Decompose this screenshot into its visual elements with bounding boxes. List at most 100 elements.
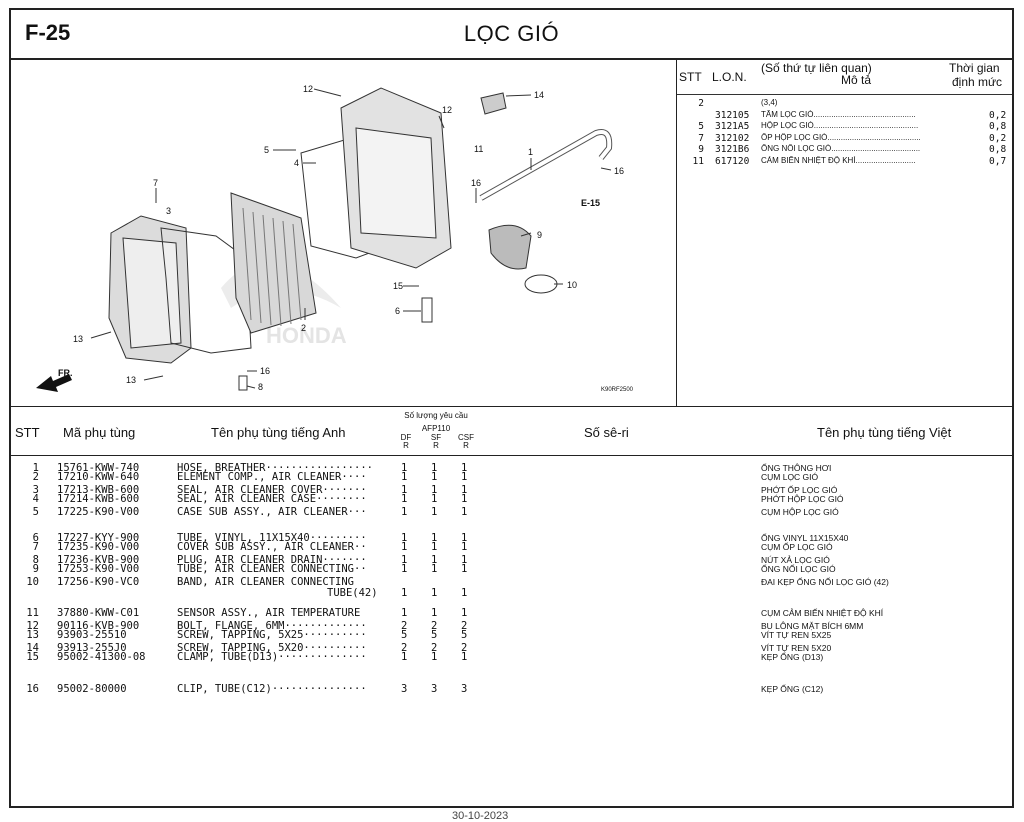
lon-row-desc: ỐNG NỐI LỌC GIÓ.........................… — [761, 144, 921, 153]
row-qty-csfr: 2 — [461, 642, 468, 654]
row-qty-csfr: 1 — [461, 484, 468, 496]
row-stt: 11 — [26, 607, 39, 619]
callout-15: 15 — [393, 281, 403, 291]
row-qty-csfr: 5 — [461, 629, 468, 641]
lon-header-desc-1: (Số thứ tự liên quan) — [761, 61, 872, 75]
th-serial: Số sê-ri — [584, 425, 629, 440]
callout-7: 7 — [153, 178, 158, 188]
row-qty-dfr: 1 — [401, 607, 408, 619]
row-qty-dfr: 1 — [401, 506, 408, 518]
row-qty-csfr: 1 — [461, 563, 468, 575]
row-english-name: SEAL, AIR CLEANER CASE········ — [177, 493, 367, 505]
row-qty-dfr: 2 — [401, 620, 408, 632]
row-qty-dfr: 3 — [401, 683, 408, 695]
row-qty-sfr: 1 — [431, 607, 438, 619]
row-qty-csfr: 1 — [461, 554, 468, 566]
callout-4: 4 — [294, 158, 299, 168]
row-english-name: BAND, AIR CLEANER CONNECTING — [177, 576, 355, 588]
callout-5: 5 — [264, 145, 269, 155]
row-stt: 9 — [32, 563, 39, 575]
row-qty-csfr: 1 — [461, 541, 468, 553]
row-qty-sfr: 1 — [431, 554, 438, 566]
row-vietnamese-name: ỐNG THÔNG HƠI — [761, 463, 832, 473]
row-qty-dfr: 1 — [401, 493, 408, 505]
diagram-svg: HONDA — [36, 84, 634, 393]
row-english-name: SENSOR ASSY., AIR TEMPERATURE — [177, 607, 361, 619]
callout-10: 10 — [567, 280, 577, 290]
row-stt: 3 — [32, 484, 39, 496]
row-english-name: ELEMENT COMP., AIR CLEANER···· — [177, 471, 367, 483]
row-part-number: 37880-KWW-C01 — [57, 607, 140, 619]
row-stt: 8 — [32, 554, 39, 566]
row-english-name: SCREW, TAPPING, 5X20·········· — [177, 642, 367, 654]
row-qty-sfr: 1 — [431, 541, 438, 553]
row-vietnamese-name: ĐAI KẸP ỐNG NỐI LỌC GIÓ (42) — [761, 577, 889, 587]
row-qty-csfr: 1 — [461, 587, 468, 599]
page-title: LỌC GIÓ — [463, 21, 560, 46]
lon-row-code: 617120 — [715, 155, 750, 167]
row-qty-csfr: 2 — [461, 620, 468, 632]
labor-operation-panel: STT L.O.N. (Số thứ tự liên quan) Mô tả T… — [677, 58, 1012, 406]
th-model: AFP110 — [421, 424, 451, 433]
lon-row-time: 0,8 — [989, 144, 1007, 155]
callout-16b: 16 — [260, 366, 270, 376]
row-vietnamese-name: PHỚT HỘP LỌC GIÓ — [761, 494, 844, 504]
row-vietnamese-name: CỤM LỌC GIÓ — [761, 472, 819, 482]
row-stt: 13 — [26, 629, 39, 641]
row-english-name-cont: TUBE(42) — [327, 587, 378, 599]
th-vietnamese-name: Tên phụ tùng tiếng Việt — [817, 425, 952, 440]
row-stt: 4 — [32, 493, 39, 505]
row-qty-sfr: 1 — [431, 563, 438, 575]
row-stt: 16 — [26, 683, 39, 695]
row-vietnamese-name: CỤM HỘP LỌC GIÓ — [761, 507, 839, 517]
lon-row-time: 0,2 — [989, 109, 1007, 121]
row-part-number: 90116-KVB-900 — [57, 620, 140, 632]
row-part-number: 17213-KWB-600 — [57, 484, 140, 496]
callout-12b: 12 — [442, 105, 452, 115]
lon-row-code: 312102 — [715, 132, 750, 144]
row-qty-csfr: 1 — [461, 607, 468, 619]
row-qty-sfr: 1 — [431, 532, 438, 544]
row-part-number: 17236-KVB-900 — [57, 554, 140, 566]
row-vietnamese-name: CỤM CẢM BIẾN NHIỆT ĐỘ KHÍ — [761, 608, 884, 618]
row-english-name: HOSE, BREATHER················· — [177, 462, 373, 474]
row-stt: 5 — [32, 506, 39, 518]
lon-header-stt: STT — [679, 70, 702, 84]
lon-row-code: 312105 — [715, 109, 750, 121]
row-stt: 14 — [26, 642, 39, 654]
row-stt: 6 — [32, 532, 39, 544]
row-qty-sfr: 1 — [431, 484, 438, 496]
row-qty-dfr: 1 — [401, 471, 408, 483]
lon-header-desc-2: Mô tả — [841, 73, 872, 87]
callout-14: 14 — [534, 90, 544, 100]
lon-row-time: 0,2 — [989, 132, 1007, 144]
row-qty-dfr: 1 — [401, 563, 408, 575]
row-stt: 10 — [26, 576, 39, 588]
row-qty-sfr: 1 — [431, 506, 438, 518]
row-vietnamese-name: CỤM ỐP LỌC GIÓ — [761, 542, 833, 552]
row-english-name: BOLT, FLANGE, 6MM············· — [177, 620, 367, 632]
diagram-ref-code: K90RF2500 — [601, 387, 634, 393]
callout-e15: E-15 — [581, 198, 600, 208]
row-vietnamese-name: PHỚT ỐP LỌC GIÓ — [761, 485, 838, 495]
lon-row-code: 3121A5 — [715, 121, 750, 132]
row-qty-sfr: 1 — [431, 651, 438, 663]
th-quantity: Số lượng yêu cầu — [404, 411, 468, 420]
row-stt: 7 — [32, 541, 39, 553]
section-code: F-25 — [25, 20, 71, 45]
row-part-number: 15761-KWW-740 — [57, 462, 140, 474]
watermark-text: HONDA — [266, 323, 347, 348]
fr-label: FR. — [58, 368, 73, 378]
lon-row-stt: 5 — [698, 121, 704, 132]
row-qty-dfr: 2 — [401, 642, 408, 654]
row-english-name: PLUG, AIR CLEANER DRAIN······· — [177, 554, 367, 566]
row-qty-csfr: 1 — [461, 471, 468, 483]
lon-row-desc: (3,4) — [761, 98, 778, 107]
table-header-divider — [11, 455, 1012, 456]
